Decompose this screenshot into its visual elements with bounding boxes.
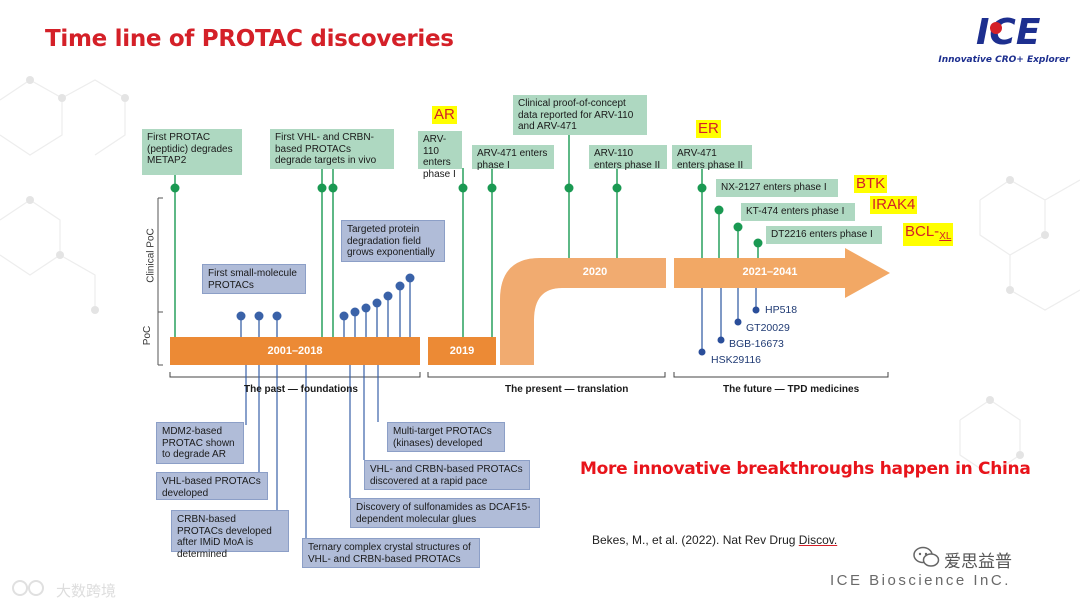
watermark-left: 大数跨境 <box>56 583 117 600</box>
target-irak4-highlight: IRAK4 <box>870 196 918 214</box>
event-sulfonamides: Discovery of sulfonamides as DCAF15-depe… <box>350 498 540 528</box>
event-rapid-pace: VHL- and CRBN-based PROTACs discovered a… <box>364 460 530 490</box>
dot-arv471-p1 <box>487 183 497 193</box>
event-arv471-phase1: ARV-471 enters phase I <box>472 145 554 171</box>
event-arv471-phase2: ARV-471 enters phase II <box>672 145 752 171</box>
compound-label: GT20029 <box>746 322 790 334</box>
event-ternary-structures: Ternary complex crystal structures of VH… <box>302 538 480 568</box>
event-vhl-crbn-vivo: First VHL- and CRBN-based PROTACs degrad… <box>270 129 394 169</box>
event-first-small-molecule: First small-molecule PROTACs <box>202 264 306 294</box>
wechat-icon <box>913 546 940 567</box>
event-dt2216-phase1: DT2216 enters phase I <box>766 226 882 244</box>
band-future-label: 2021–2041 <box>742 266 798 278</box>
dot-nx2127 <box>714 205 724 215</box>
dot-vhl-vivo <box>317 183 327 193</box>
citation-text: Bekes, M., et al. (2022). Nat Rev Drug <box>592 533 799 547</box>
citation-journal: Discov. <box>798 533 838 547</box>
event-first-protac: First PROTAC (peptidic) degrades METAP2 <box>142 129 242 175</box>
era-present-label: The present — translation <box>505 384 629 395</box>
target-er-highlight: ER <box>696 120 721 138</box>
watermark-left-icon <box>12 580 44 596</box>
compound-label: HP518 <box>765 304 798 316</box>
target-ar-highlight: AR <box>432 106 457 124</box>
compound-label: HSK29116 <box>711 354 762 366</box>
ice-logo: ICE Innovative CRO+ Explorer <box>936 8 1072 70</box>
dot-arv110-p2 <box>612 183 622 193</box>
band-2019: 2019 <box>428 337 496 365</box>
company-name: ICE Bioscience InC. <box>830 572 1011 589</box>
event-tpd-field-grows: Targeted protein degradation field grows… <box>341 220 445 262</box>
dot-arv471-p2 <box>697 183 707 193</box>
slogan: More innovative breakthroughs happen in … <box>580 459 1031 479</box>
logo-letters: ICE <box>976 12 1041 53</box>
bclxl-main: BCL- <box>905 223 940 240</box>
event-arv110-phase1: ARV-110 enters phase I <box>418 131 462 180</box>
era-future-label: The future — TPD medicines <box>723 384 860 395</box>
logo-tagline: Innovative CRO+ Explorer <box>938 55 1070 65</box>
era-past-label: The past — foundations <box>244 384 358 395</box>
event-mdm2-ar: MDM2-based PROTAC shown to degrade AR <box>156 422 244 464</box>
event-vhl-based: VHL-based PROTACs developed <box>156 472 268 500</box>
bclxl-sub: XL <box>939 231 952 242</box>
event-nx2127-phase1: NX-2127 enters phase I <box>716 179 838 197</box>
dot-dt2216 <box>753 238 763 248</box>
target-btk-highlight: BTK <box>854 175 888 193</box>
event-arv110-phase2: ARV-110 enters phase II <box>589 145 667 171</box>
band-past: 2001–2018 <box>170 337 420 365</box>
dot-kt474 <box>733 222 743 232</box>
ice-logo-mark: ICE <box>976 12 1041 53</box>
event-multi-target: Multi-target PROTACs (kinases) developed <box>387 422 505 452</box>
citation: Bekes, M., et al. (2022). Nat Rev Drug D… <box>592 533 837 547</box>
target-bclxl-highlight: BCL-XL <box>903 223 954 246</box>
event-crbn-based: CRBN-based PROTACs developed after IMiD … <box>171 510 289 560</box>
dot-arv110-p1 <box>458 183 468 193</box>
watermark-brand: 爱思益普 <box>944 552 1012 571</box>
dot-crbn-vivo <box>328 183 338 193</box>
page-title: Time line of PROTAC discoveries <box>45 26 454 52</box>
event-kt474-phase1: KT-474 enters phase I <box>741 203 855 221</box>
event-clinical-poc: Clinical proof-of-concept data reported … <box>513 95 647 135</box>
dot-clinical-poc <box>564 183 574 193</box>
compound-label: BGB-16673 <box>729 338 784 350</box>
band-future-arrow <box>674 248 890 298</box>
band-2020-label: 2020 <box>582 266 608 278</box>
dot-first-protac <box>170 183 180 193</box>
band-2020-shape <box>500 258 666 365</box>
